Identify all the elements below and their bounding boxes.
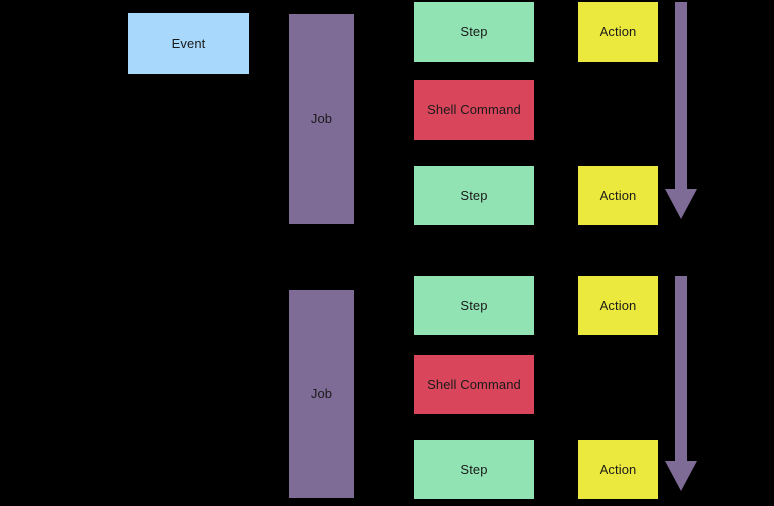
node-label: Step <box>460 461 488 477</box>
node-label: Action <box>599 24 637 40</box>
node-action-4[interactable]: Action <box>578 440 658 499</box>
node-label: Shell Command <box>427 102 521 118</box>
node-step-3[interactable]: Step <box>414 276 534 335</box>
node-step-1[interactable]: Step <box>414 2 534 62</box>
node-label: Job <box>310 386 333 402</box>
node-action-2[interactable]: Action <box>578 166 658 225</box>
node-label: Step <box>460 187 488 203</box>
node-label: Action <box>599 297 637 313</box>
node-label: Step <box>460 24 488 40</box>
node-label: Action <box>599 187 637 203</box>
node-event-1[interactable]: Event <box>128 13 249 74</box>
node-shell-2[interactable]: Shell Command <box>414 355 534 414</box>
node-label: Step <box>460 297 488 313</box>
node-label: Action <box>599 461 637 477</box>
node-action-1[interactable]: Action <box>578 2 658 62</box>
node-label: Shell Command <box>427 376 521 392</box>
down-arrow-icon-arrow-1 <box>665 2 697 219</box>
node-shell-1[interactable]: Shell Command <box>414 80 534 140</box>
down-arrow-icon-arrow-2 <box>665 276 697 491</box>
node-job-1[interactable]: Job <box>289 14 354 224</box>
node-action-3[interactable]: Action <box>578 276 658 335</box>
node-label: Job <box>310 111 333 127</box>
node-step-4[interactable]: Step <box>414 440 534 499</box>
node-label: Event <box>171 35 206 51</box>
node-job-2[interactable]: Job <box>289 290 354 498</box>
node-step-2[interactable]: Step <box>414 166 534 225</box>
